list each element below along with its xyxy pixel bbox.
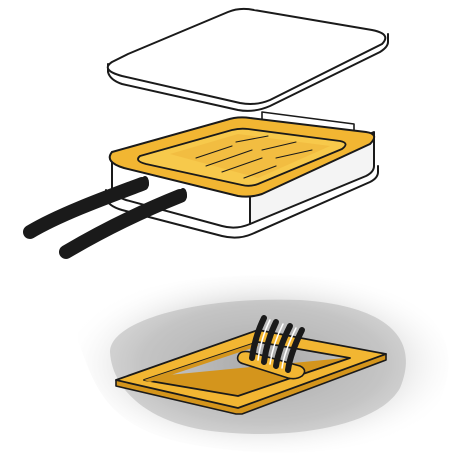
potting-texture xyxy=(195,135,313,179)
cable-1-end xyxy=(141,176,149,190)
cables xyxy=(23,176,187,259)
frame-top xyxy=(115,329,387,409)
wires xyxy=(249,315,305,373)
frame-inner-shade xyxy=(144,342,258,382)
lid xyxy=(106,7,389,112)
lid-top xyxy=(106,7,387,105)
housing xyxy=(105,111,379,239)
cable-1 xyxy=(23,177,149,239)
cable-2 xyxy=(59,189,187,259)
potting-shade xyxy=(170,134,330,178)
frame-gasket xyxy=(115,329,387,415)
wire-bundle xyxy=(236,315,306,380)
cable-2-end xyxy=(179,188,187,202)
